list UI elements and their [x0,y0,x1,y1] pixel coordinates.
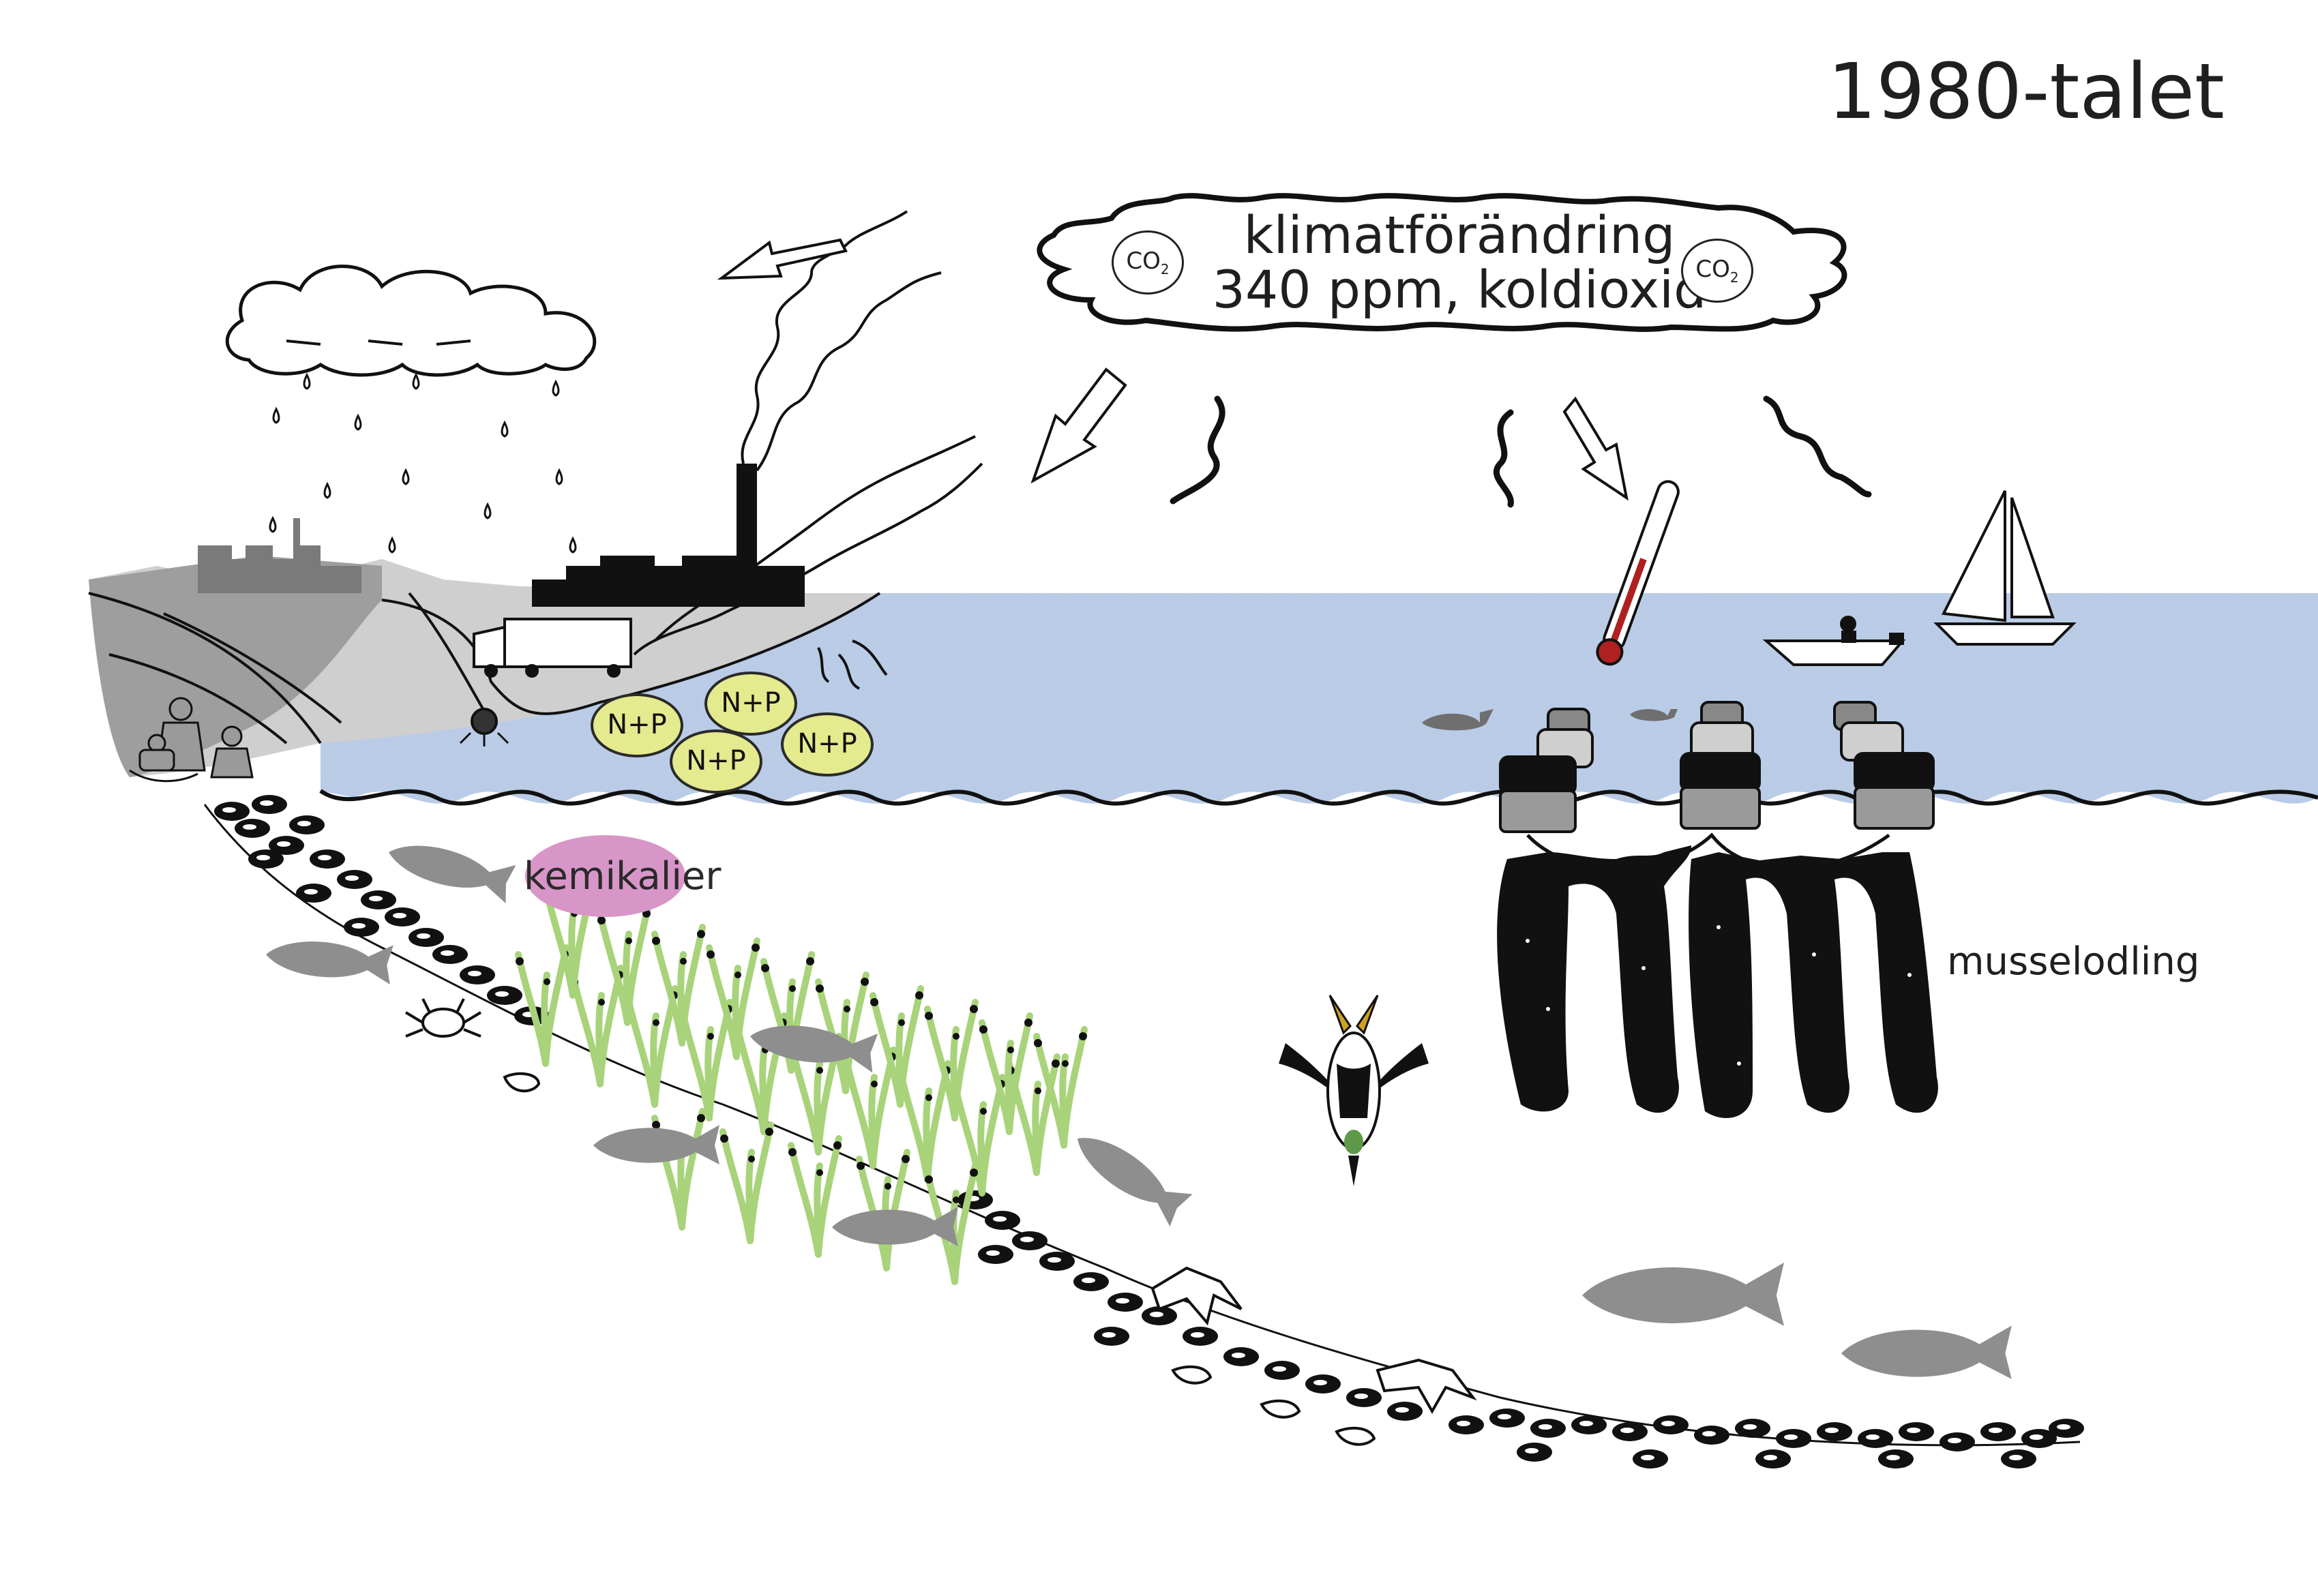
mussel-farm-label: musselodling [1947,939,2200,984]
mussel-farm-buoys [1499,701,1935,871]
climate-cloud [1037,193,1847,332]
co2-badge-left: CO2 [1112,230,1184,295]
smoke [633,210,983,656]
chemicals-label: kemikalier [524,854,722,899]
arrows [717,238,1629,501]
rain-cloud [225,265,597,377]
co2-badge-right-sub: 2 [1729,269,1739,286]
ducks [1422,709,1678,731]
factory-gray [198,518,361,593]
empty-shells [503,1072,1376,1446]
co2-badge-right-text: CO [1695,256,1730,283]
crab [404,998,482,1038]
thermometer-icon [1596,480,1680,666]
starfish [1150,1266,1477,1415]
nutrient-badge: N+P [670,729,762,794]
climate-label-line1: klimatförändring [1243,205,1676,265]
diving-bird [1279,995,1429,1186]
truck [473,618,632,678]
nutrient-badge: N+P [704,672,797,736]
raindrops [269,372,577,554]
motorboat [1762,616,1906,666]
co2-badge-left-text: CO [1126,247,1161,275]
co2-badge-right: CO2 [1681,239,1753,303]
runoff-lines [817,639,888,690]
outflow-pipe [471,708,498,735]
mussel-ropes [1497,845,1938,1118]
people [129,697,254,783]
nutrient-badge: N+P [781,712,874,777]
climate-label-line2: 340 ppm, koldioxid [1212,259,1707,320]
heat-waves [1170,395,1872,508]
page-title: 1980-talet [1828,48,2225,136]
factory-black [532,464,805,607]
sailboat [1933,490,2077,646]
co2-badge-left-sub: 2 [1160,260,1170,277]
climate-label: klimatförändring 340 ppm, koldioxid [1159,208,1759,317]
chemicals-blob [525,835,685,917]
nutrient-badge: N+P [591,693,683,757]
